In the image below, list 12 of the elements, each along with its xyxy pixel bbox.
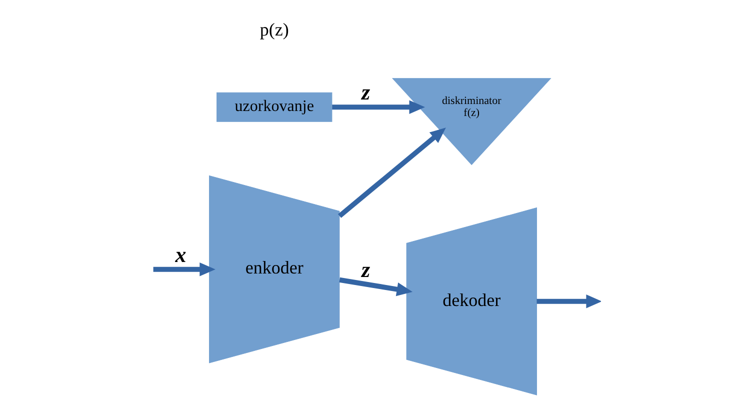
arrow xyxy=(338,127,446,218)
node-label: p(z) xyxy=(260,18,289,39)
node-box: dekoder xyxy=(406,207,537,395)
node-box: uzorkovanje xyxy=(216,92,332,122)
edge-label: x xyxy=(175,241,186,266)
arrow xyxy=(339,276,413,296)
arrow xyxy=(153,262,216,276)
node-box: enkoder xyxy=(209,174,340,363)
arrow xyxy=(536,294,601,308)
edge-label: z xyxy=(361,79,370,104)
edge-label: z xyxy=(361,256,370,282)
arrow xyxy=(332,100,425,114)
